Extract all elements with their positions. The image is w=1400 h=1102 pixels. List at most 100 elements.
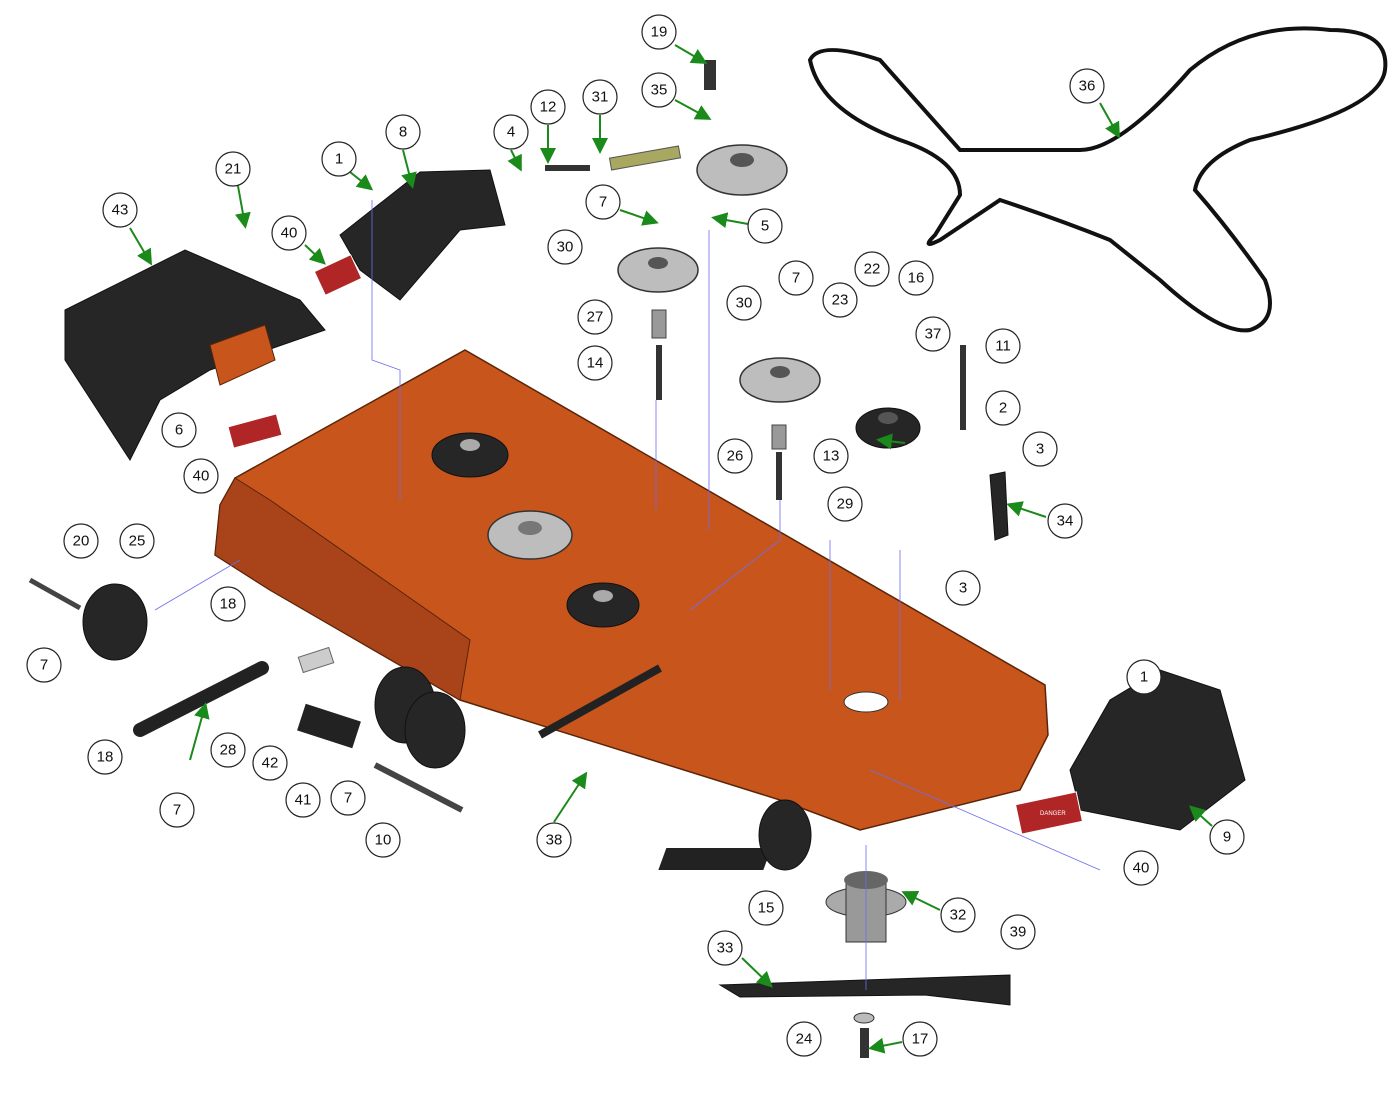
callout-number: 34 — [1057, 513, 1074, 530]
callout: 4 — [493, 114, 529, 150]
callout-number: 9 — [1223, 829, 1231, 846]
decal-41 — [297, 703, 361, 749]
svg-text:DANGER: DANGER — [1040, 811, 1066, 817]
chute-8 — [339, 169, 506, 301]
callout-number: 7 — [344, 790, 352, 807]
bolt-14 — [656, 345, 662, 400]
blade-33 — [718, 974, 1011, 1006]
callout-number: 6 — [175, 422, 183, 439]
callout-number: 3 — [959, 580, 967, 597]
callout: 1 — [1126, 659, 1162, 695]
deck-pulley-center — [487, 510, 573, 560]
callout: 18 — [210, 586, 246, 622]
callout-number: 37 — [925, 326, 942, 343]
callout: 25 — [119, 523, 155, 559]
danger-decal-40-right: DANGER — [1014, 791, 1084, 835]
callout-number: 31 — [592, 89, 609, 106]
callout: 27 — [577, 299, 613, 335]
washer-24 — [853, 1012, 875, 1024]
spacer-26 — [771, 424, 787, 450]
callout: 28 — [210, 732, 246, 768]
callout: 29 — [827, 486, 863, 522]
callout-number: 40 — [281, 225, 298, 242]
callout: 16 — [898, 260, 934, 296]
callout-number: 8 — [399, 124, 407, 141]
callout: 15 — [748, 890, 784, 926]
callout-number: 17 — [912, 1031, 929, 1048]
spindle-hole — [843, 691, 889, 713]
decal-42 — [297, 646, 335, 674]
bolt-13 — [776, 452, 782, 500]
callout: 18 — [87, 739, 123, 775]
callout: 5 — [747, 208, 783, 244]
callout-number: 2 — [999, 400, 1007, 417]
callout-number: 18 — [220, 596, 237, 613]
callout: 7 — [778, 260, 814, 296]
callout-number: 21 — [225, 161, 242, 178]
deck-pulley-left — [431, 432, 509, 478]
assembly-guides — [154, 200, 1101, 990]
bolt-11 — [960, 345, 966, 430]
callout-number: 19 — [651, 24, 668, 41]
wheel-25 — [82, 583, 148, 661]
callout-number: 20 — [73, 533, 90, 550]
callout-number: 24 — [796, 1031, 813, 1048]
callout-number: 10 — [375, 832, 392, 849]
arm-28 — [133, 661, 269, 737]
callout-number: 12 — [540, 99, 557, 116]
idler-pulley-30b — [739, 357, 821, 403]
callout-number: 5 — [761, 218, 769, 235]
callout-number: 41 — [295, 792, 312, 809]
wheel-front-b — [404, 691, 466, 769]
callout: 42 — [252, 745, 288, 781]
chute-43 — [64, 249, 326, 462]
callout-number: 7 — [173, 802, 181, 819]
callout-number: 22 — [864, 261, 881, 278]
callout: 32 — [940, 897, 976, 933]
drive-pulley-29 — [855, 407, 921, 449]
spring-31 — [608, 145, 682, 171]
callout-number: 26 — [727, 448, 744, 465]
callout-number: 40 — [1133, 860, 1150, 877]
callout-number: 28 — [220, 742, 237, 759]
callout-number: 35 — [651, 82, 668, 99]
callout: 10 — [365, 822, 401, 858]
callout: 11 — [985, 328, 1021, 364]
deck-pulley-right — [566, 582, 640, 628]
callout-number: 3 — [1036, 441, 1044, 458]
callout: 35 — [641, 72, 677, 108]
callout: 7 — [585, 184, 621, 220]
callout: 30 — [547, 229, 583, 265]
callout: 9 — [1209, 819, 1245, 855]
callout: 43 — [102, 192, 138, 228]
callout: 38 — [536, 822, 572, 858]
spacer-27 — [651, 309, 667, 339]
callout: 22 — [854, 251, 890, 287]
callout-number: 18 — [97, 749, 114, 766]
danger-decal-40-left — [227, 413, 283, 449]
callout-number: 15 — [758, 900, 775, 917]
callout-number: 30 — [557, 239, 574, 256]
callout: 40 — [271, 215, 307, 251]
callout: 26 — [717, 438, 753, 474]
chute-9 — [1069, 669, 1246, 831]
callout: 14 — [577, 345, 613, 381]
callout: 36 — [1069, 68, 1105, 104]
callout: 31 — [582, 79, 618, 115]
callout: 30 — [726, 285, 762, 321]
callout: 8 — [385, 114, 421, 150]
callout: 20 — [63, 523, 99, 559]
callout-number: 32 — [950, 907, 967, 924]
callout: 7 — [159, 792, 195, 828]
callout-number: 29 — [837, 496, 854, 513]
callout-number: 1 — [1140, 669, 1148, 686]
callout: 34 — [1047, 503, 1083, 539]
axle-10 — [373, 762, 464, 813]
callout: 19 — [641, 14, 677, 50]
danger-decal-40-top — [313, 254, 363, 296]
callout-number: 40 — [193, 468, 210, 485]
eyebolt-12 — [545, 165, 590, 171]
callout: 40 — [1123, 850, 1159, 886]
callout-number: 42 — [262, 755, 279, 772]
